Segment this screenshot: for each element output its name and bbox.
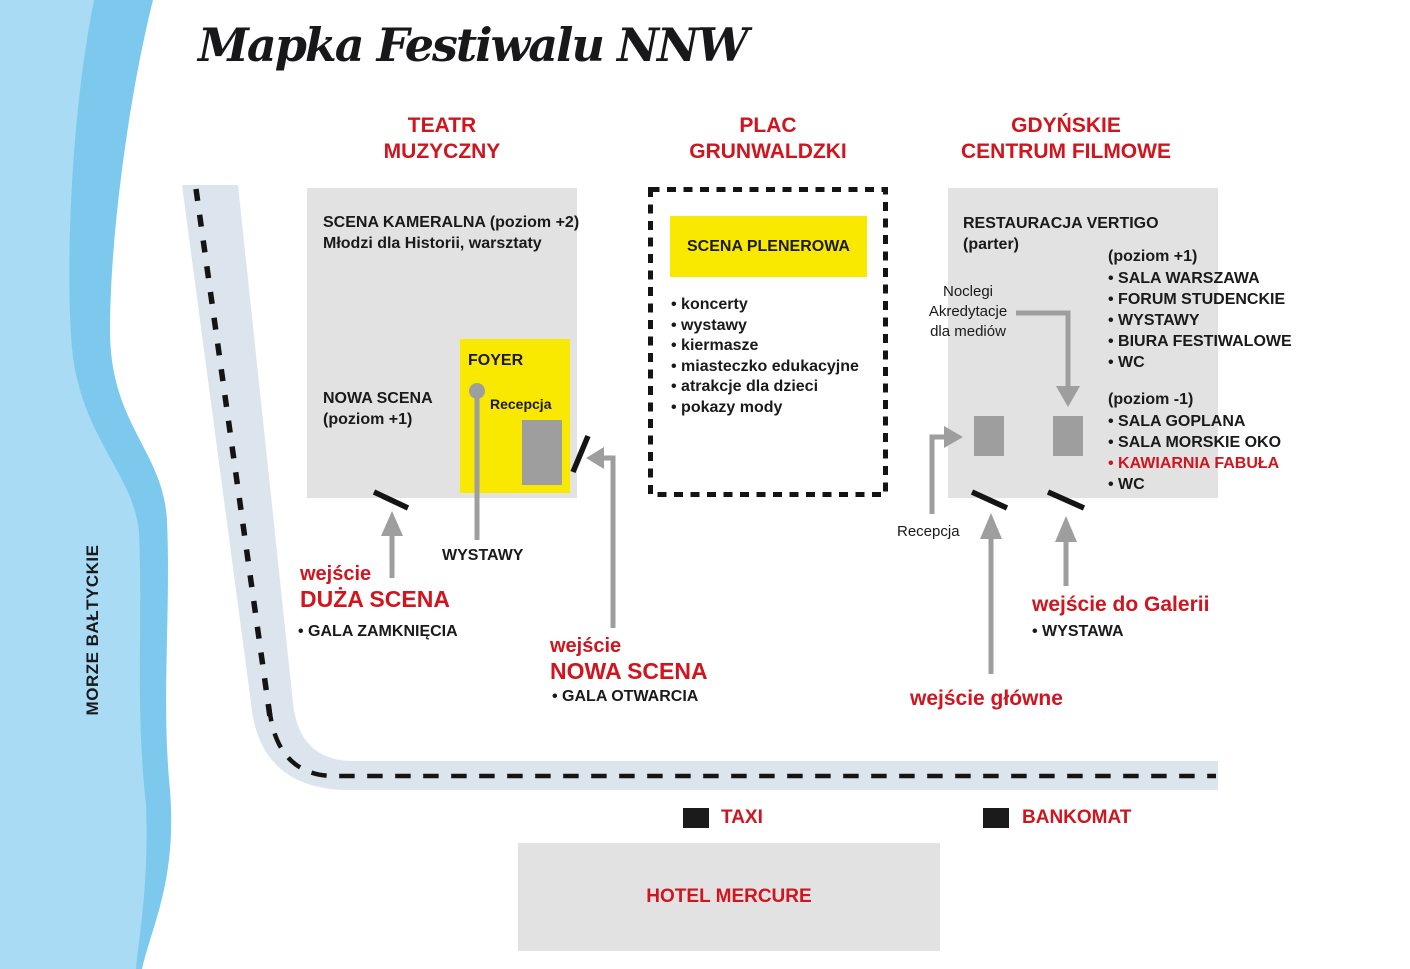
hotel-mercure-label: HOTEL MERCURE: [646, 886, 812, 907]
gala-zamkniecia-label: GALA ZAMKNIĘCIA: [298, 623, 458, 641]
list-item: kiermasze: [671, 336, 859, 357]
arrow-nowa-scena: [586, 447, 616, 628]
entrance-nowa-scena: wejście NOWA SCENA: [550, 635, 708, 684]
sea-label: MORZE BAŁTYCKIE: [83, 544, 102, 716]
heading-gcf: GDYŃSKIE CENTRUM FILMOWE: [961, 114, 1171, 163]
taxi-marker: [683, 808, 709, 828]
sea-water: [0, 0, 147, 969]
scena-kameralna-label: SCENA KAMERALNA (poziom +2) Młodzi dla H…: [323, 214, 580, 252]
list-item: pokazy mody: [671, 398, 859, 419]
gcf-level-minus1-list: (poziom -1) SALA GOPLANA SALA MORSKIE OK…: [1108, 389, 1281, 495]
entrance-duza-scena: wejście DUŻA SCENA: [300, 563, 450, 612]
entrance-glowne: wejście główne: [910, 687, 1063, 710]
page-title: Mapka Festiwalu NNW: [198, 18, 749, 72]
arrow-wejscie-galeria: [1055, 516, 1077, 586]
road-centerline-horizontal: [266, 705, 1216, 779]
arrow-wejscie-glowne: [980, 513, 1002, 674]
bankomat-marker: [983, 808, 1009, 828]
list-item: koncerty: [671, 295, 859, 316]
sea-shore-stripe: [0, 0, 172, 969]
taxi-label: TAXI: [721, 807, 763, 828]
list-item: WC: [1108, 474, 1281, 495]
list-item: SALA MORSKIE OKO: [1108, 432, 1281, 453]
list-item: SALA WARSZAWA: [1108, 268, 1292, 289]
gcf-level-plus1-list: (poziom +1) SALA WARSZAWA FORUM STUDENCK…: [1108, 246, 1292, 373]
list-item: SALA GOPLANA: [1108, 411, 1281, 432]
heading-plac-grunwaldzki: PLAC GRUNWALDZKI: [689, 114, 847, 163]
list-item: miasteczko edukacyjne: [671, 357, 859, 378]
list-item: wystawy: [671, 316, 859, 337]
list-item: BIURA FESTIWALOWE: [1108, 331, 1292, 352]
wystawa-label: WYSTAWA: [1032, 623, 1123, 641]
gcf-recepcja-label: Recepcja: [897, 523, 960, 540]
level-label: (poziom -1): [1108, 391, 1194, 408]
heading-teatr-muzyczny: TEATR MUZYCZNY: [383, 114, 501, 163]
level-label: (poziom +1): [1108, 248, 1198, 265]
wystawy-label: WYSTAWY: [442, 547, 524, 564]
noclegi-label: Noclegi Akredytacje dla mediów: [928, 283, 1008, 340]
list-item: FORUM STUDENCKIE: [1108, 289, 1292, 310]
entrance-galeria: wejście do Galerii: [1032, 593, 1210, 616]
list-item: WYSTAWY: [1108, 310, 1292, 331]
list-item: WC: [1108, 352, 1292, 373]
foyer-recepcja-label: Recepcja: [490, 396, 552, 412]
foyer-label: FOYER: [468, 352, 524, 369]
list-item: atrakcje dla dzieci: [671, 377, 859, 398]
plac-activities-list: koncerty wystawy kiermasze miasteczko ed…: [671, 295, 859, 418]
scena-plenerowa-label: SCENA PLENEROWA: [687, 238, 850, 255]
gala-otwarcia-label: GALA OTWARCIA: [552, 688, 698, 706]
nowa-scena-label: NOWA SCENA (poziom +1): [323, 390, 433, 428]
bankomat-label: BANKOMAT: [1022, 807, 1132, 828]
road-centerline-diagonal: [193, 188, 273, 718]
list-item-kawiarnia-fabula: KAWIARNIA FABUŁA: [1108, 453, 1281, 474]
scena-plenerowa-stage: SCENA PLENEROWA: [670, 216, 867, 277]
hotel-mercure-building: HOTEL MERCURE: [518, 843, 940, 951]
